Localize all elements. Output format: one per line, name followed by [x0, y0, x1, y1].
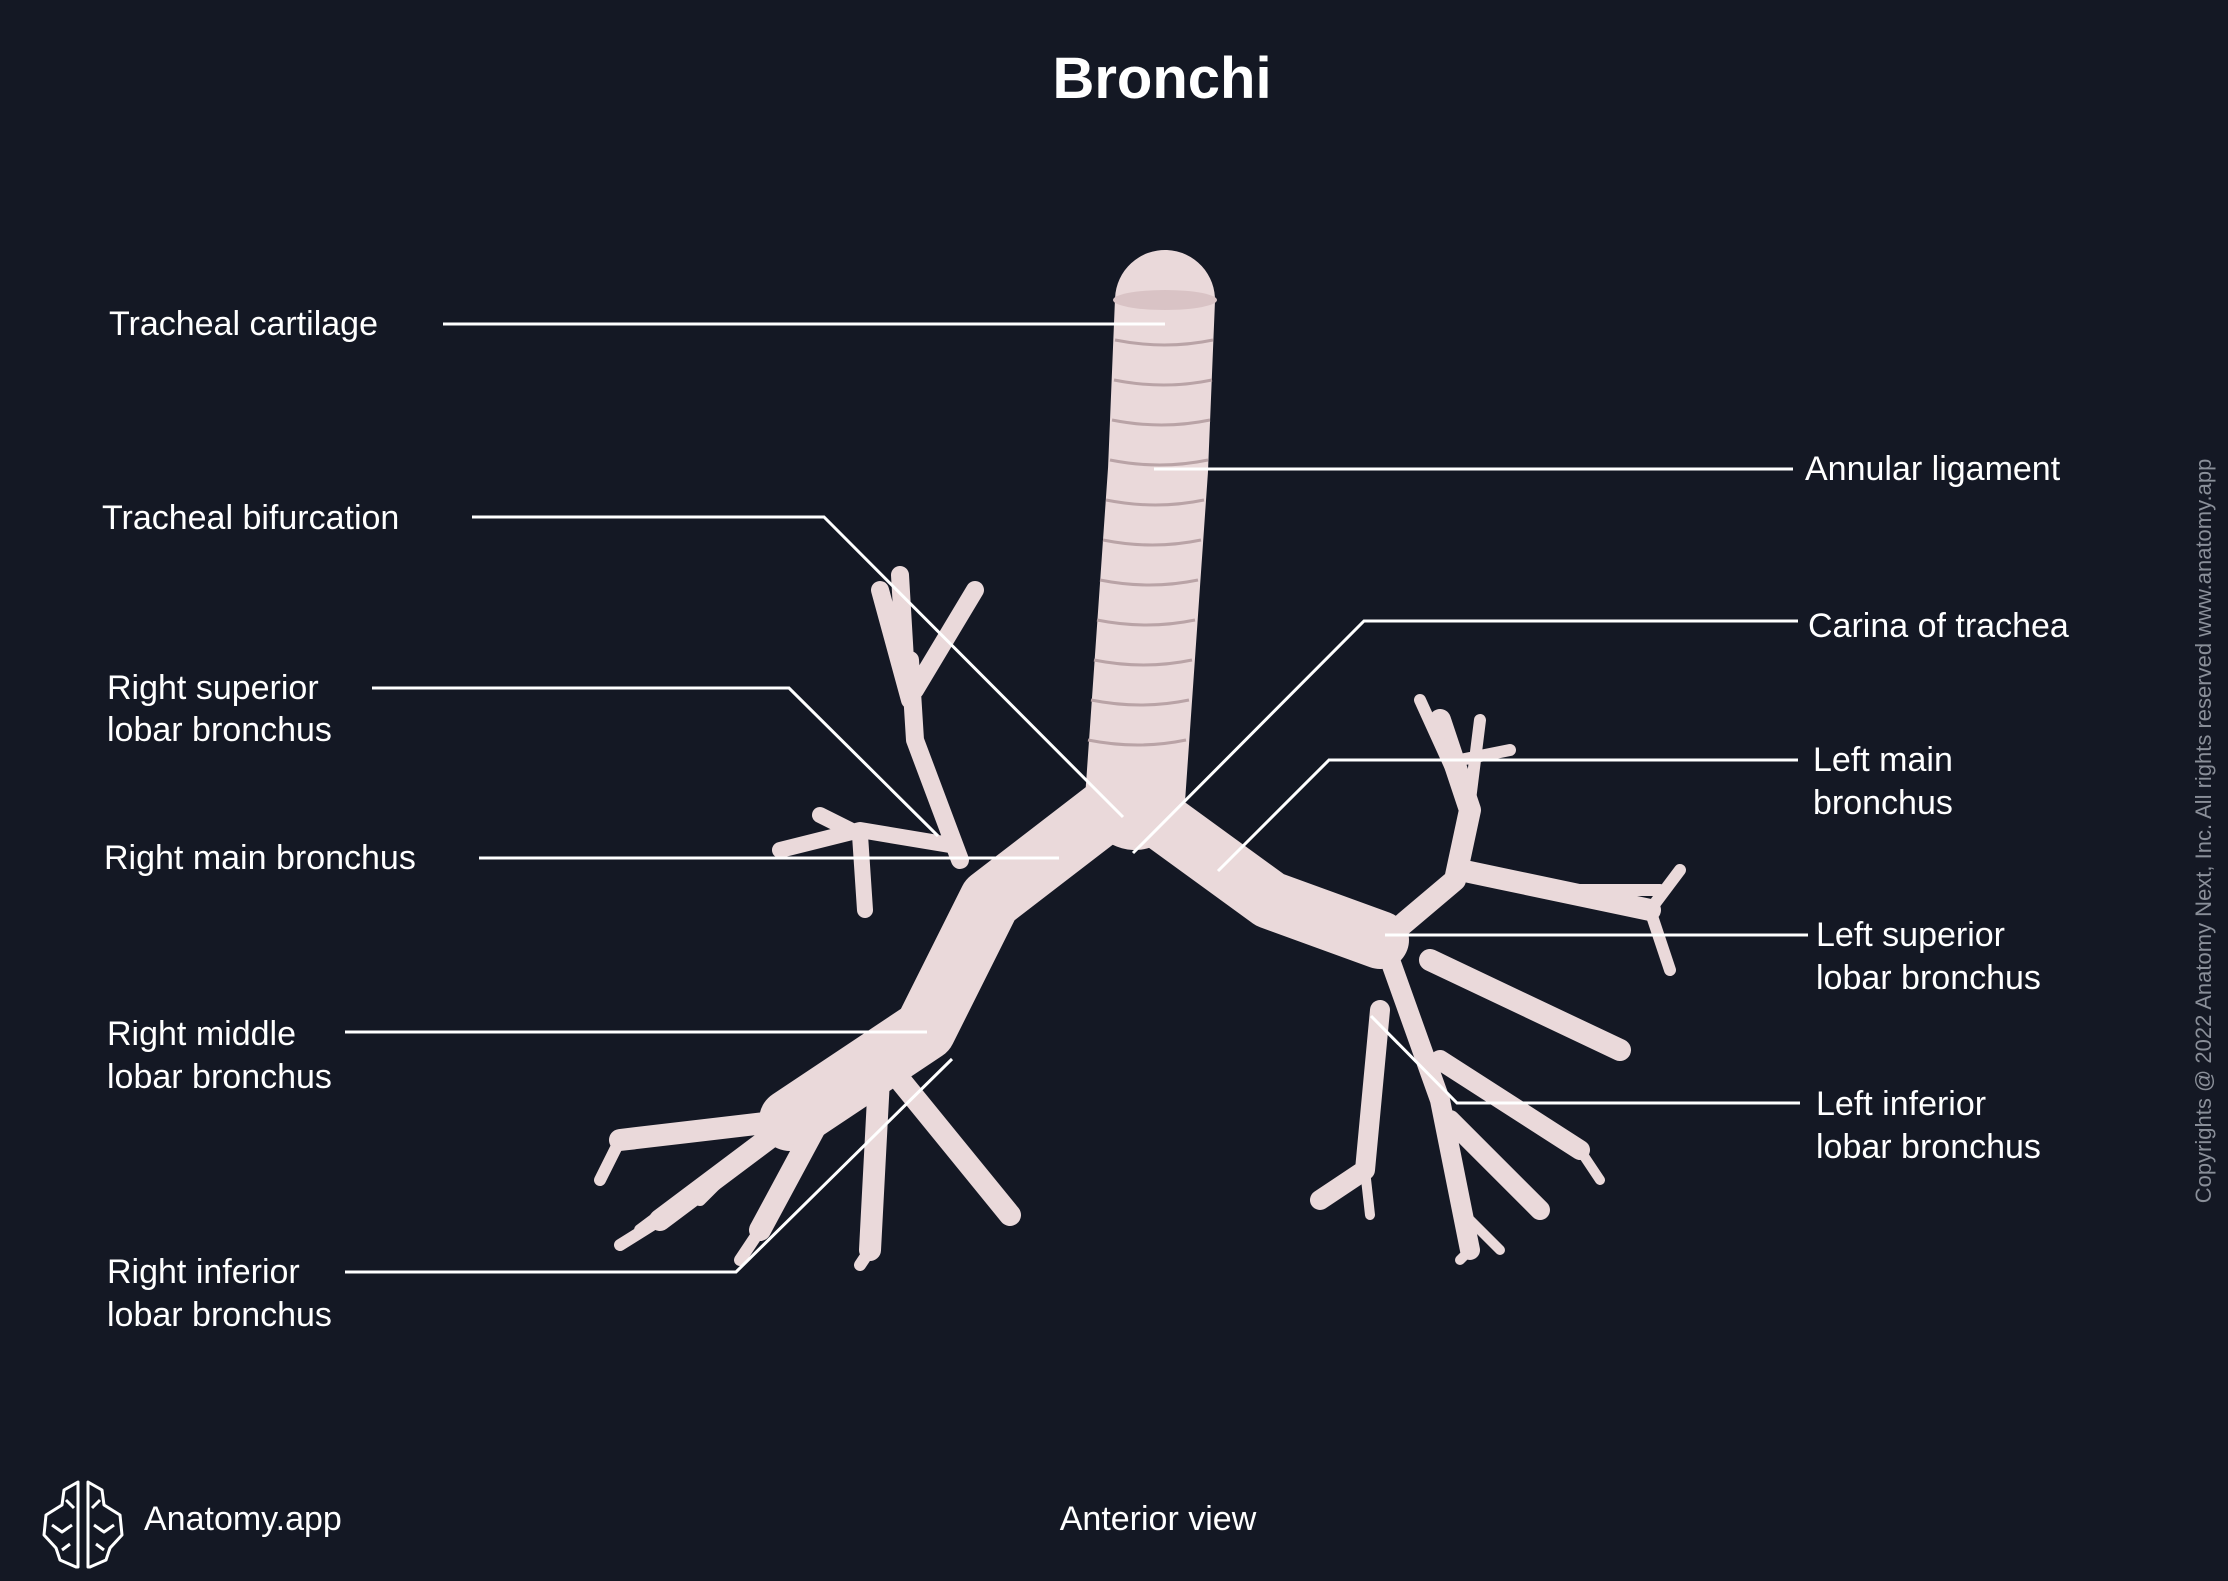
tracheal-rings	[1087, 338, 1214, 747]
trachea-opening	[1113, 290, 1217, 310]
label-tracheal-bifurcation: Tracheal bifurcation	[102, 499, 399, 537]
label-right-inferior-1: Right inferior	[107, 1253, 300, 1291]
bronchial-tree-illustration	[594, 250, 1686, 1271]
copyright-notice: Copyrights @ 2022 Anatomy Next, Inc. All…	[2191, 459, 2216, 1204]
label-right-inferior-2: lobar bronchus	[107, 1296, 332, 1334]
label-carina: Carina of trachea	[1808, 607, 2069, 645]
brand-name: Anatomy.app	[144, 1500, 342, 1538]
labels: Tracheal cartilage Tracheal bifurcation …	[102, 305, 2069, 1334]
leader-left-inferior	[1369, 1014, 1800, 1105]
label-left-inferior-1: Left inferior	[1816, 1085, 1986, 1123]
leader-left-main	[1216, 758, 1798, 873]
view-caption: Anterior view	[1060, 1500, 1257, 1538]
label-right-superior-1: Right superior	[107, 669, 319, 707]
label-right-superior-2: lobar bronchus	[107, 711, 332, 749]
label-right-main: Right main bronchus	[104, 839, 416, 877]
leader-carina	[1131, 619, 1798, 855]
left-bronchial-tree	[1131, 694, 1686, 1265]
diagram-title: Bronchi	[1052, 46, 1271, 111]
label-left-inferior-2: lobar bronchus	[1816, 1128, 2041, 1166]
leader-right-superior	[372, 686, 940, 838]
label-annular-ligament: Annular ligament	[1805, 450, 2061, 488]
leader-right-inferior	[345, 1057, 954, 1274]
right-bronchial-tree	[594, 566, 1151, 1271]
label-left-main-1: Left main	[1813, 741, 1953, 779]
leader-lines	[345, 322, 1808, 1274]
label-right-middle-1: Right middle	[107, 1015, 296, 1053]
label-tracheal-cartilage: Tracheal cartilage	[109, 305, 378, 343]
label-left-superior-2: lobar bronchus	[1816, 959, 2041, 997]
brain-icon	[42, 1480, 124, 1569]
label-left-superior-1: Left superior	[1816, 916, 2005, 954]
label-left-main-2: bronchus	[1813, 784, 1953, 822]
trachea	[1085, 250, 1217, 850]
label-right-middle-2: lobar bronchus	[107, 1058, 332, 1096]
leader-tracheal-bifurcation	[472, 515, 1125, 819]
